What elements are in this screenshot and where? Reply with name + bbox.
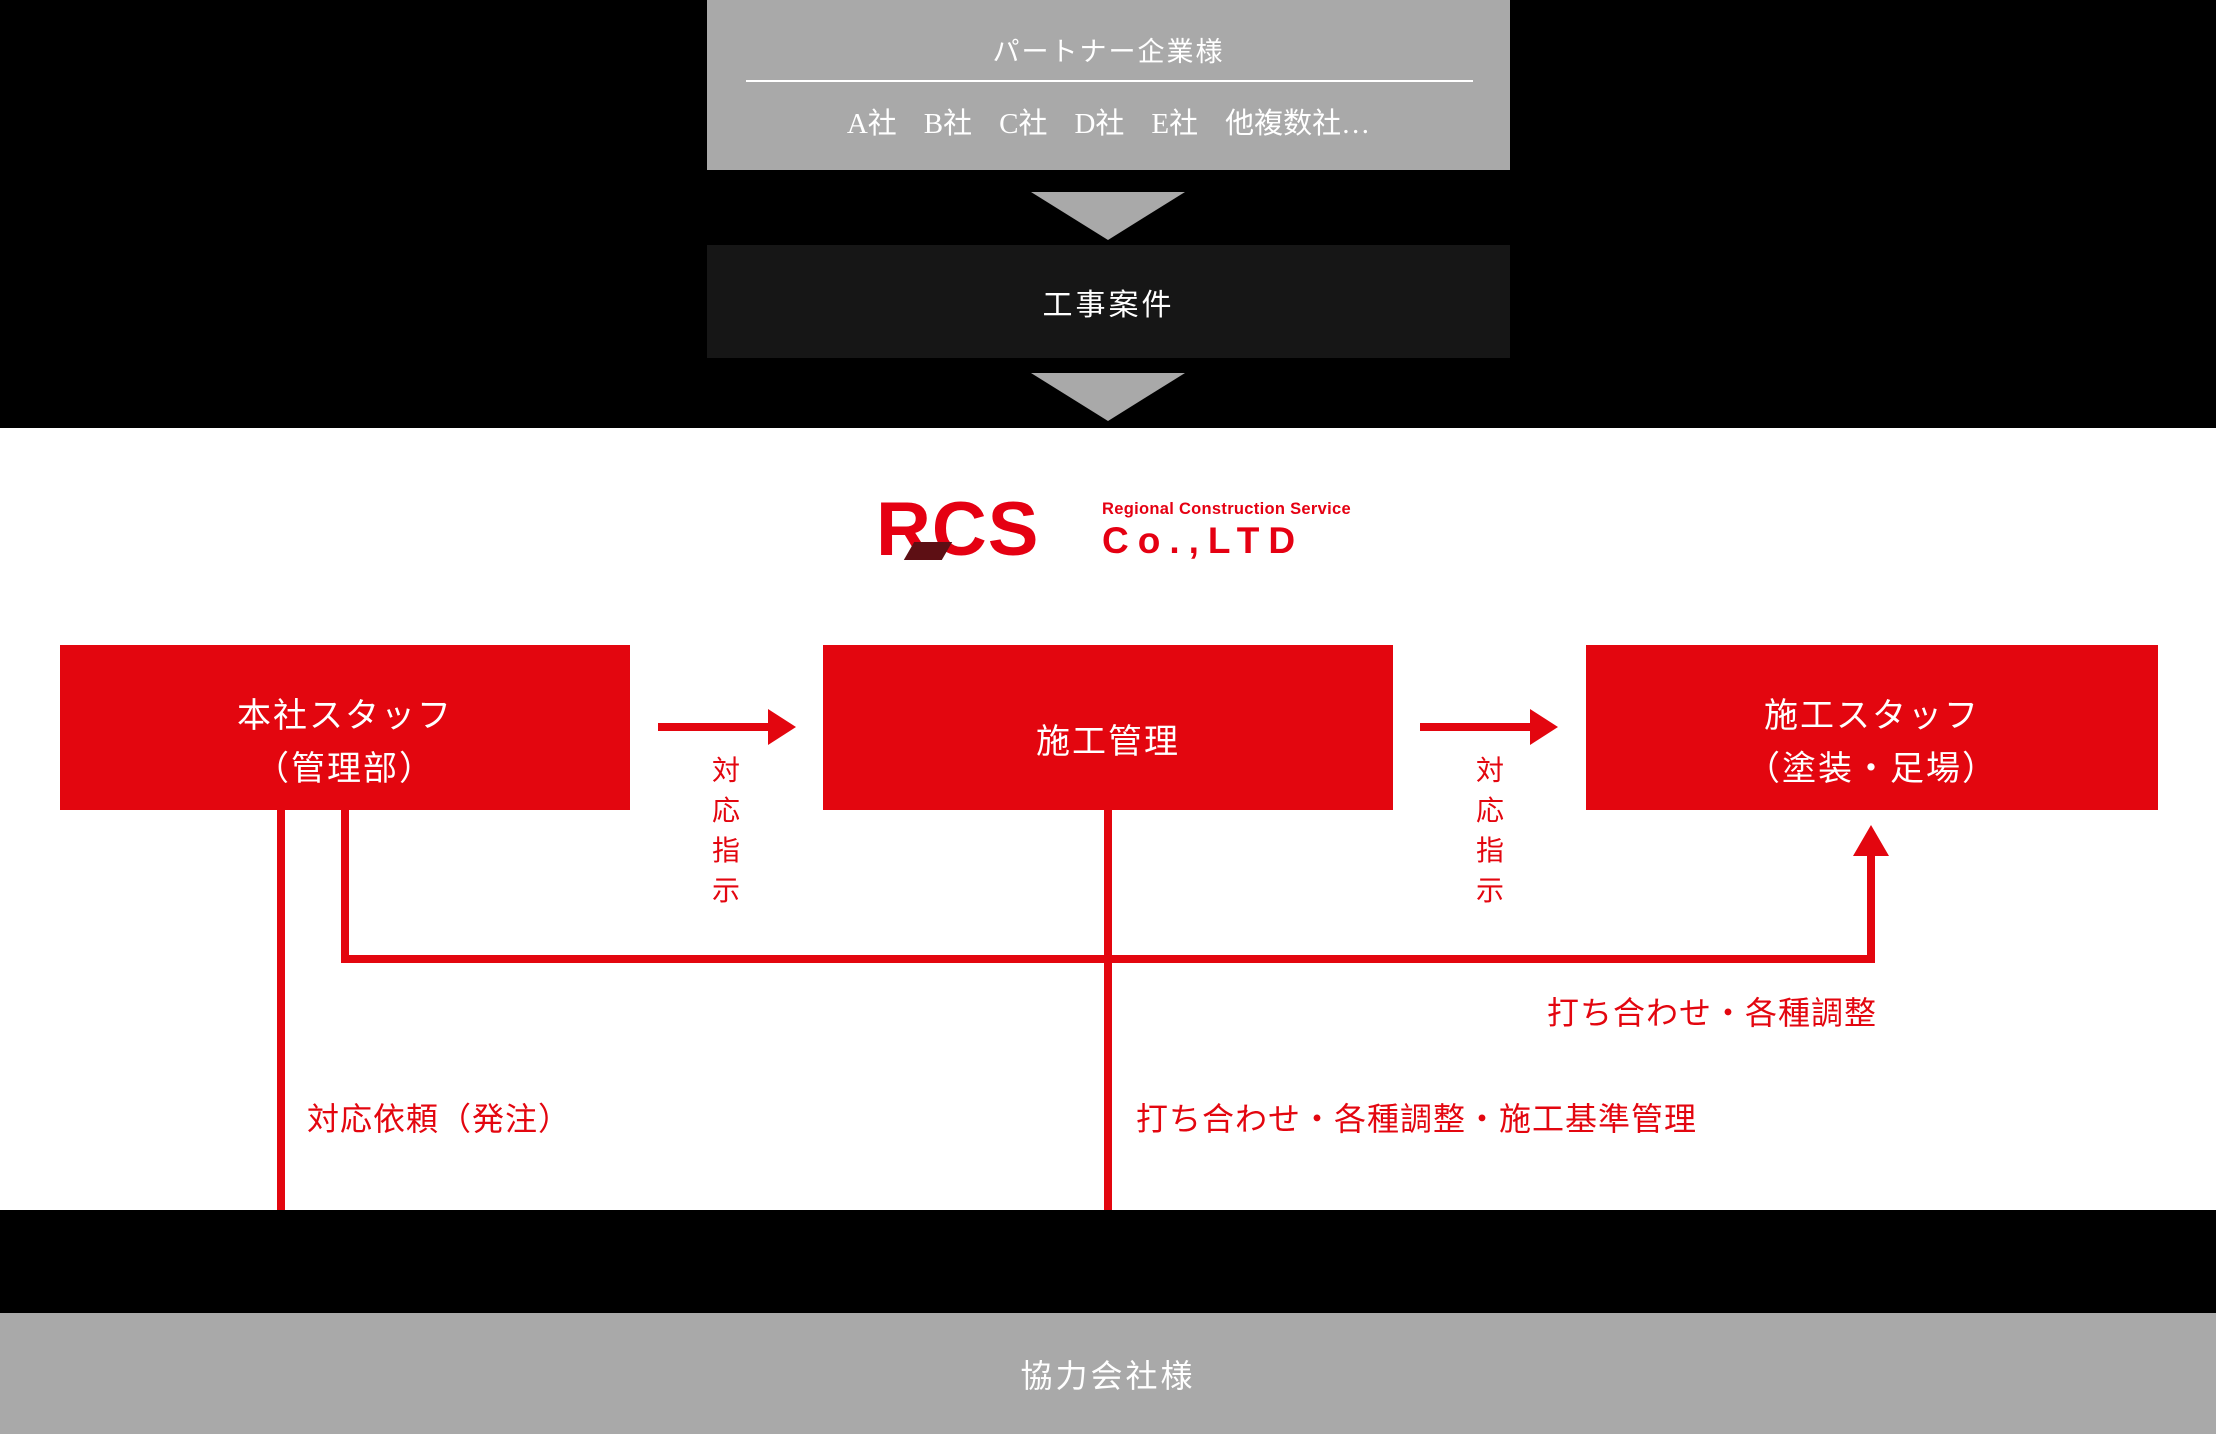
- construction-staff-box: 施工スタッフ （塗装・足場）: [1586, 645, 2158, 810]
- right-arrow-icon: [658, 723, 768, 731]
- construction-staff-line2: （塗装・足場）: [1746, 750, 1998, 788]
- partner-box-divider: [746, 80, 1473, 82]
- directive-label-1: 対応指示: [711, 756, 740, 907]
- head-office-staff-line2: （管理部）: [255, 750, 435, 788]
- construction-staff-line1: 施工スタッフ: [1764, 697, 1980, 735]
- down-triangle-icon: [1031, 373, 1185, 421]
- right-arrowhead-icon: [1530, 709, 1558, 745]
- head-office-staff-line1: 本社スタッフ: [237, 697, 453, 735]
- partner-company-item: D社: [1074, 108, 1125, 140]
- down-arrow-line: [1104, 810, 1112, 1283]
- connector-line-vertical: [1867, 856, 1875, 963]
- cooperating-companies-label: 協力会社様: [1020, 1357, 1196, 1394]
- construction-project-label: 工事案件: [1042, 288, 1175, 322]
- bottom-black-band: [0, 1210, 2216, 1313]
- rcs-logo-acronym: RCS: [876, 487, 1040, 572]
- request-order-label: 対応依頼（発注）: [307, 1101, 572, 1137]
- down-arrow-line: [277, 810, 285, 1283]
- connector-line-vertical: [341, 810, 349, 963]
- partner-companies-box: パートナー企業様 A社 B社 C社 D社 E社 他複数社…: [707, 0, 1510, 170]
- partner-company-item: C社: [999, 108, 1048, 140]
- partner-company-item: E社: [1151, 108, 1199, 140]
- directive-label-2: 対応指示: [1475, 756, 1504, 907]
- rcs-logo-tagline: Regional Construction Service: [1102, 500, 1351, 518]
- construction-management-label: 施工管理: [1036, 724, 1180, 761]
- down-triangle-icon: [1031, 192, 1185, 240]
- rcs-logo-suffix: Co.,LTD: [1102, 520, 1305, 561]
- meeting-adjustment-label: 打ち合わせ・各種調整: [1546, 995, 1877, 1031]
- cooperating-companies-band: 協力会社様: [0, 1313, 2216, 1434]
- partner-company-item: 他複数社…: [1225, 108, 1371, 140]
- construction-management-box: 施工管理: [823, 645, 1393, 810]
- right-arrowhead-icon: [768, 709, 796, 745]
- rcs-logo: RCS Regional Construction Service Co.,LT…: [876, 492, 1351, 568]
- head-office-staff-box: 本社スタッフ （管理部）: [60, 645, 630, 810]
- partner-company-list: A社 B社 C社 D社 E社 他複数社…: [707, 100, 1510, 142]
- right-arrow-icon: [1420, 723, 1530, 731]
- construction-project-box: 工事案件: [707, 245, 1510, 358]
- partner-box-title: パートナー企業様: [992, 37, 1225, 67]
- partner-company-item: A社: [846, 108, 897, 140]
- up-arrowhead-icon: [1853, 825, 1889, 856]
- partner-company-item: B社: [923, 108, 973, 140]
- meeting-adjustment-standards-label: 打ち合わせ・各種調整・施工基準管理: [1136, 1101, 1698, 1137]
